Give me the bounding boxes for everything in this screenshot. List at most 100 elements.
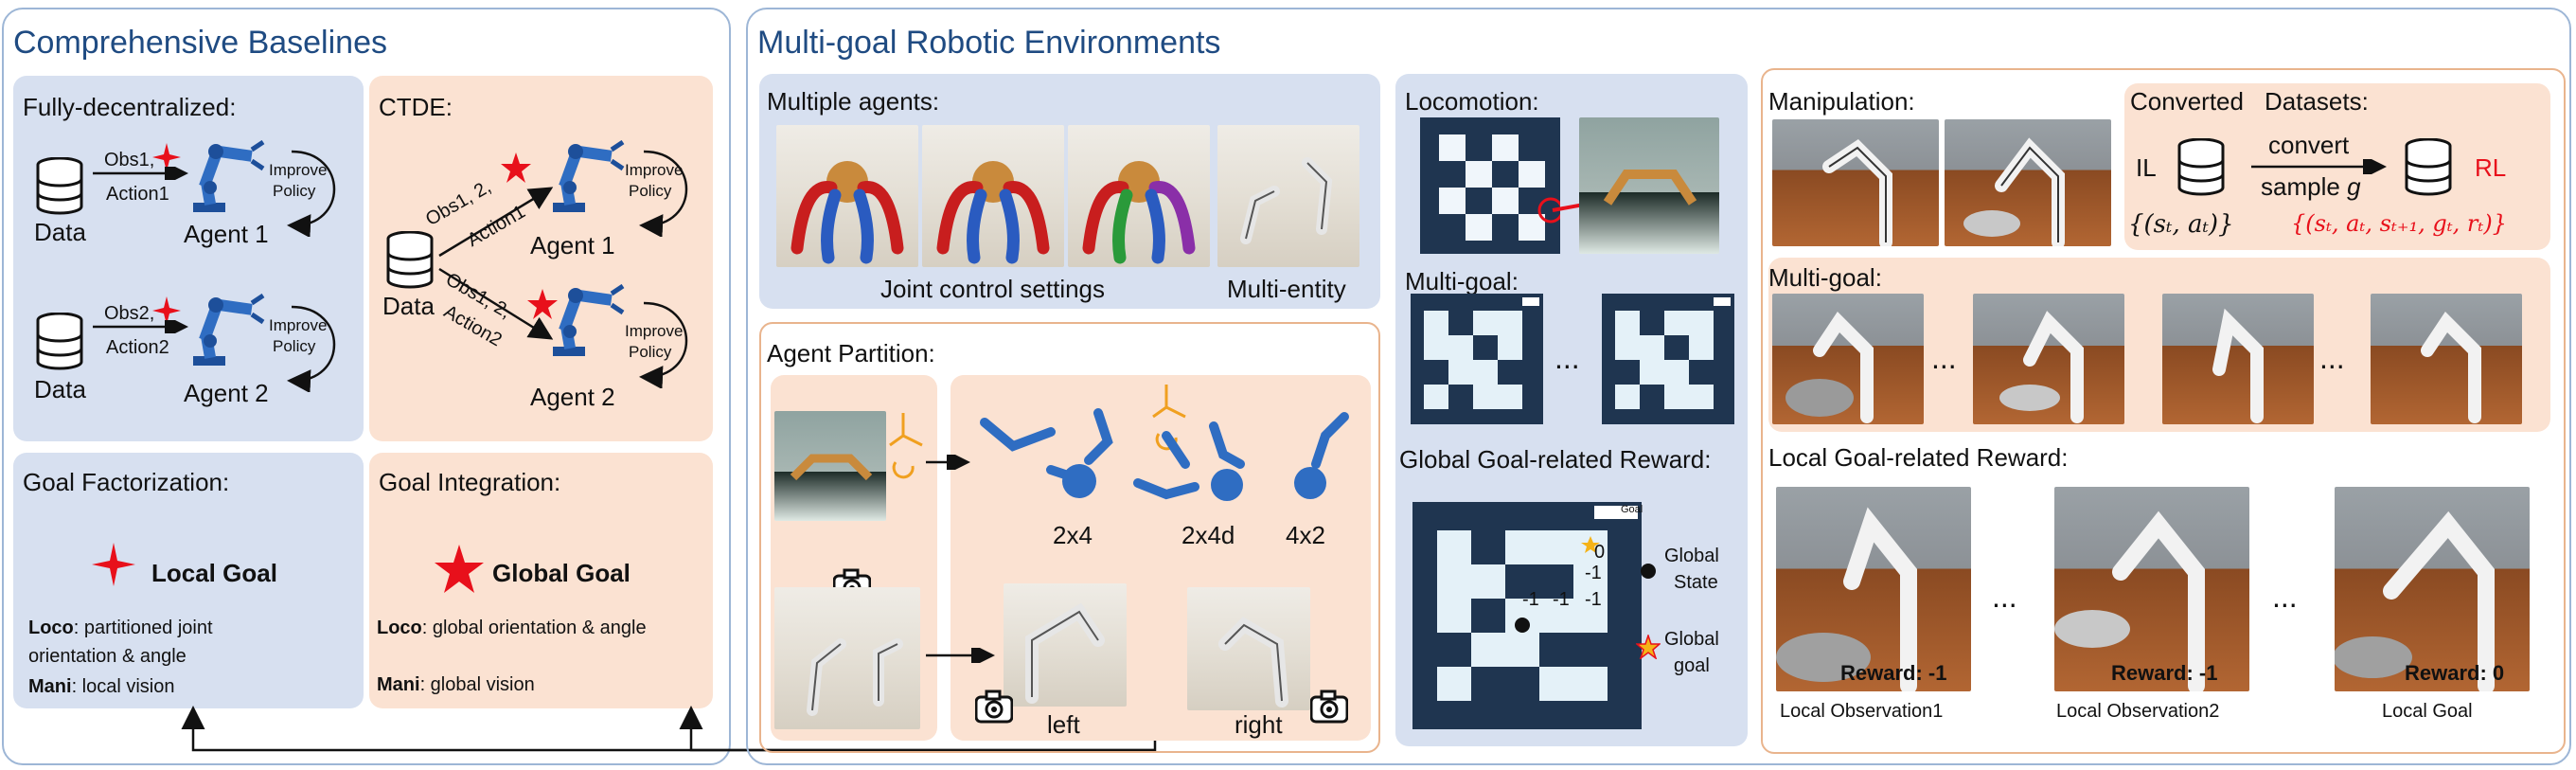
loco-description: Loco: global orientation & angle — [377, 618, 647, 639]
improve-label: Improve — [625, 322, 684, 340]
local-observation-render-2 — [2054, 487, 2249, 691]
global-star-icon — [501, 152, 531, 183]
improve-loop-arrow — [639, 301, 688, 388]
reward-value-2: -1 — [1522, 589, 1539, 610]
improve-loop-arrow — [287, 150, 336, 237]
observation-caption: Local Observation2 — [2056, 701, 2220, 722]
improve-loop-arrow — [639, 150, 688, 237]
goal-factorization-panel — [13, 453, 364, 708]
global-goal-label: Global Goal — [492, 559, 631, 587]
global-reward-title: Global Goal-related Reward: — [1399, 445, 1712, 474]
reward-value-3: -1 — [1553, 589, 1570, 610]
converted-label: Converted — [2130, 87, 2244, 116]
local-star-icon — [92, 543, 135, 586]
multigoal-render-4 — [2371, 294, 2522, 424]
convert-arrow — [2251, 159, 2387, 174]
policy-label: Policy — [273, 182, 316, 200]
mani-description: Mani: global vision — [377, 674, 535, 696]
sample-label: sample g — [2261, 172, 2361, 202]
data-label: Data — [382, 292, 435, 320]
global-star-icon — [527, 289, 558, 319]
loco-key: Loco — [377, 618, 422, 638]
rl-dataset-formula: {(sₜ, aₜ, sₜ₊₁, gₜ, rₜ)} — [2291, 210, 2507, 237]
improve-label: Improve — [269, 161, 328, 179]
global-state-label-1: Global — [1664, 546, 1719, 566]
local-star-icon — [152, 143, 181, 171]
agent-partition-section — [759, 322, 1380, 753]
partition-arrow — [926, 455, 970, 470]
ant-partition-render — [774, 411, 886, 521]
multigoal-render-1 — [1772, 294, 1924, 424]
goal-integration-panel — [369, 453, 713, 708]
global-goal-label-1: Global — [1664, 629, 1719, 650]
ant-render-3 — [1068, 125, 1210, 267]
policy-label: Policy — [273, 337, 316, 355]
maze-goal-2 — [1602, 294, 1734, 424]
camera-icon — [975, 689, 1013, 724]
local-goal-render — [2335, 487, 2530, 691]
arm-left-render — [1004, 583, 1127, 707]
multigoal-render-2 — [1973, 294, 2124, 424]
global-goal-star-icon — [1636, 635, 1661, 659]
global-star-icon — [435, 545, 484, 593]
arm-right-render — [1187, 587, 1310, 710]
loco-description-2: orientation & angle — [28, 646, 187, 667]
agent1-label: Agent 1 — [530, 231, 615, 260]
partition-right-label: right — [1235, 710, 1283, 739]
loco-text: : partitioned joint — [73, 618, 213, 638]
baselines-section — [2, 8, 731, 765]
maze-ellipsis: ... — [1554, 341, 1580, 375]
database-icon — [2405, 138, 2452, 196]
partition-label-2x4d: 2x4d — [1181, 521, 1235, 549]
locomotion-title: Locomotion: — [1405, 87, 1539, 116]
joint-control-caption: Joint control settings — [880, 275, 1106, 303]
partition-label-4x2: 4x2 — [1286, 521, 1325, 549]
ant-partition-2x4 — [980, 408, 1113, 498]
goal-factorization-title: Goal Factorization: — [23, 468, 230, 496]
axes-icon — [889, 413, 923, 479]
datasets-label: Datasets: — [2265, 87, 2369, 116]
local-observation-render-1 — [1776, 487, 1971, 691]
reward-label: Reward: -1 — [2111, 661, 2218, 685]
improve-label: Improve — [625, 161, 684, 179]
reward-maze — [1412, 502, 1642, 729]
reward-ellipsis: ... — [2272, 580, 2298, 614]
mani-description: Mani: local vision — [28, 676, 175, 698]
local-star-icon — [152, 296, 181, 325]
global-goal-label-2: goal — [1674, 655, 1710, 676]
il-label: IL — [2136, 153, 2157, 182]
maze-goal-1 — [1411, 294, 1543, 424]
agent1-label: Agent 1 — [184, 220, 269, 248]
obs-arrow — [93, 320, 188, 333]
il-dataset-formula: {(sₜ, aₜ)} — [2128, 210, 2234, 239]
fully-decentralized-title: Fully-decentralized: — [23, 93, 237, 121]
manipulation-render-1 — [1772, 119, 1939, 246]
global-state-icon — [1641, 564, 1656, 579]
database-icon — [386, 231, 434, 289]
arms-partition-render — [774, 587, 920, 729]
partition-left-label: left — [1047, 710, 1080, 739]
reward-value-1: -1 — [1585, 563, 1602, 583]
maze-topdown — [1420, 117, 1560, 254]
multigoal-render-3 — [2162, 294, 2314, 424]
goal-symbol: g — [2347, 172, 2361, 201]
locomotion-multigoal-title: Multi-goal: — [1405, 267, 1519, 295]
sample-text: sample — [2261, 172, 2340, 201]
multi-arm-render — [1217, 125, 1359, 267]
reward-value-0: 0 — [1594, 542, 1606, 563]
database-icon — [36, 313, 83, 370]
manipulation-render-2 — [1945, 119, 2111, 246]
data-label: Data — [34, 375, 86, 403]
camera-icon — [1310, 689, 1348, 724]
loco-text: : global orientation & angle — [421, 618, 647, 638]
data-label: Data — [34, 218, 86, 246]
observation-caption: Local Observation1 — [1780, 701, 1944, 722]
mani-text: : local vision — [71, 676, 175, 697]
baselines-title: Comprehensive Baselines — [13, 25, 387, 61]
improve-label: Improve — [269, 316, 328, 334]
partition-label-2x4: 2x4 — [1053, 521, 1093, 549]
goal-integration-title: Goal Integration: — [379, 468, 561, 496]
multigoal-ellipsis: ... — [1931, 341, 1957, 375]
observation-caption: Local Goal — [2382, 701, 2473, 722]
obs2-label: Obs2, — [104, 303, 155, 324]
